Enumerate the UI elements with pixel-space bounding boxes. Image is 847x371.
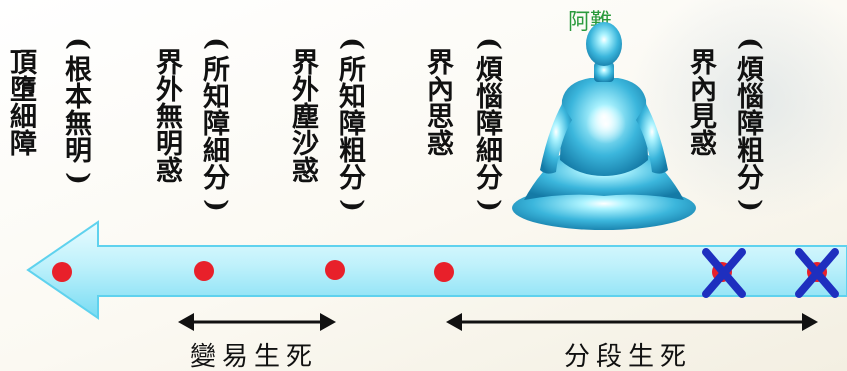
column-char: 惑 bbox=[156, 156, 183, 187]
column-char: 障 bbox=[10, 129, 37, 160]
column-char: 所 bbox=[203, 55, 230, 86]
cross-mark bbox=[795, 248, 839, 298]
column-char: 界 bbox=[156, 48, 183, 79]
column-char: 細 bbox=[203, 136, 230, 167]
column-char: 思 bbox=[427, 102, 454, 133]
column-inner-thought: 界內思惑 bbox=[427, 50, 454, 158]
column-char: 界 bbox=[690, 48, 717, 79]
column-char: 障 bbox=[476, 109, 503, 140]
column-affliction-coarse: (煩惱障粗分) bbox=[735, 30, 766, 219]
marker-dot bbox=[52, 262, 72, 282]
column-char: 外 bbox=[292, 75, 319, 106]
column-char: 細 bbox=[476, 136, 503, 167]
cross-mark bbox=[702, 248, 746, 298]
column-char: 惱 bbox=[737, 82, 764, 113]
bracket-label-segmented: 分段生死 bbox=[564, 342, 693, 371]
bracket-arrow-left bbox=[178, 313, 336, 331]
bracket-label-transformational: 變易生死 bbox=[190, 342, 319, 371]
column-char: 惑 bbox=[292, 156, 319, 187]
column-char: 惑 bbox=[427, 129, 454, 160]
column-char: 分 bbox=[476, 163, 503, 194]
marker-dot bbox=[194, 261, 214, 281]
column-char: 障 bbox=[339, 109, 366, 140]
column-char: 內 bbox=[427, 75, 454, 106]
column-char: 內 bbox=[690, 75, 717, 106]
column-char: 煩 bbox=[476, 55, 503, 86]
column-char: 粗 bbox=[339, 136, 366, 167]
column-char: 頂 bbox=[10, 48, 37, 79]
column-char: 知 bbox=[339, 82, 366, 113]
meditator-figure bbox=[512, 22, 696, 230]
column-char: 惱 bbox=[476, 82, 503, 113]
column-char: 障 bbox=[737, 109, 764, 140]
column-char: 粗 bbox=[737, 136, 764, 167]
marker-dot bbox=[325, 260, 345, 280]
column-char: 墮 bbox=[10, 75, 37, 106]
column-char: 見 bbox=[690, 102, 717, 133]
column-char: 所 bbox=[339, 55, 366, 86]
column-char: 分 bbox=[737, 163, 764, 194]
column-top-fine: 頂墮細障 bbox=[10, 50, 37, 158]
column-char: 無 bbox=[65, 109, 92, 140]
bracket-arrow-right bbox=[446, 313, 818, 331]
column-char: 外 bbox=[156, 75, 183, 106]
column-inner-view: 界內見惑 bbox=[690, 50, 717, 158]
column-char: 根 bbox=[65, 55, 92, 86]
column-char: 細 bbox=[10, 102, 37, 133]
column-char: 界 bbox=[427, 48, 454, 79]
column-char: 本 bbox=[65, 82, 92, 113]
column-char: 無 bbox=[156, 102, 183, 133]
column-affliction-fine: (煩惱障細分) bbox=[474, 30, 505, 219]
column-char: 塵 bbox=[292, 102, 319, 133]
column-char: 沙 bbox=[292, 129, 319, 160]
column-char: 分 bbox=[203, 163, 230, 194]
column-char: 界 bbox=[292, 48, 319, 79]
column-outer-dust: 界外塵沙惑 bbox=[292, 50, 319, 185]
column-char: 明 bbox=[156, 129, 183, 160]
column-char: 障 bbox=[203, 109, 230, 140]
column-cognitive-coarse: (所知障粗分) bbox=[337, 30, 368, 219]
column-char: 明 bbox=[65, 136, 92, 167]
column-outer-ignorance: 界外無明惑 bbox=[156, 50, 183, 185]
column-char: 惑 bbox=[690, 129, 717, 160]
marker-dot bbox=[434, 262, 454, 282]
column-char: 分 bbox=[339, 163, 366, 194]
column-char: 煩 bbox=[737, 55, 764, 86]
column-cognitive-fine: (所知障細分) bbox=[201, 30, 232, 219]
column-char: 知 bbox=[203, 82, 230, 113]
column-fundamental-ignorance: (根本無明) bbox=[63, 30, 94, 192]
